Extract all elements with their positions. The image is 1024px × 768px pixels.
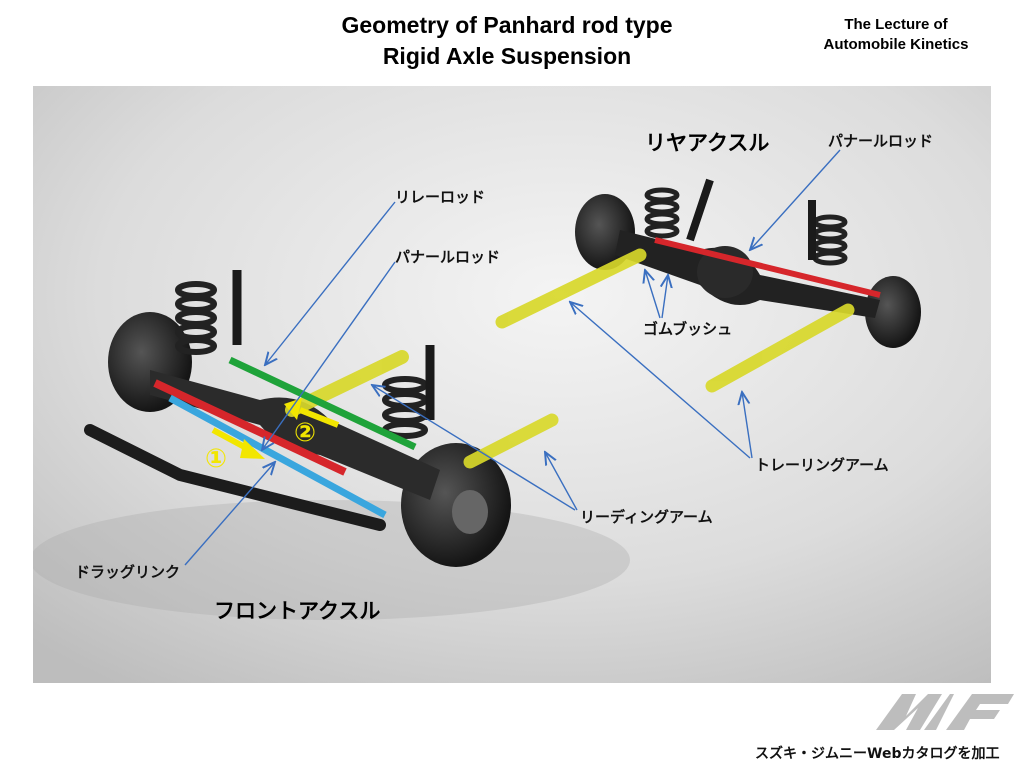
title-line-1: Geometry of Panhard rod type [341, 12, 673, 38]
label-trailing-arm: トレーリングアーム [755, 456, 889, 474]
label-drag-link: ドラッグリンク [75, 563, 181, 581]
marker-2: ② [294, 418, 317, 448]
rear-trailing-arm-left [495, 248, 647, 329]
leader-lines [184, 149, 841, 566]
label-rear-axle: リヤアクスル [645, 131, 770, 155]
relay-rod [228, 356, 417, 451]
suspension-illustration [33, 86, 991, 683]
series-title-line-2: Automobile Kinetics [823, 36, 969, 53]
label-relay-rod: リレーロッド [395, 188, 486, 206]
label-leading-arm: リーディングアーム [580, 508, 713, 526]
motor-fan-logo [876, 694, 1014, 730]
front-axle-assembly [84, 270, 511, 567]
series-title-line-1: The Lecture of [844, 16, 948, 33]
arrow-2-icon [298, 407, 340, 428]
title-line-2: Rigid Axle Suspension [382, 43, 632, 69]
rear-trailing-arm-right [705, 303, 855, 393]
label-rubber-bush: ゴムブッシュ [643, 320, 733, 338]
front-leading-arm-right [463, 413, 559, 469]
source-credit: スズキ・ジムニーWebカタログを加工 [755, 746, 1000, 762]
rear-panhard-rod [654, 237, 881, 298]
marker-1: ① [205, 444, 228, 474]
label-front-panhard-rod: パナールロッド [395, 248, 501, 266]
label-rear-panhard-rod: パナールロッド [828, 132, 934, 150]
drag-link [168, 394, 387, 519]
front-panhard-rod [153, 379, 347, 476]
label-front-axle: フロントアクスル [214, 599, 381, 623]
